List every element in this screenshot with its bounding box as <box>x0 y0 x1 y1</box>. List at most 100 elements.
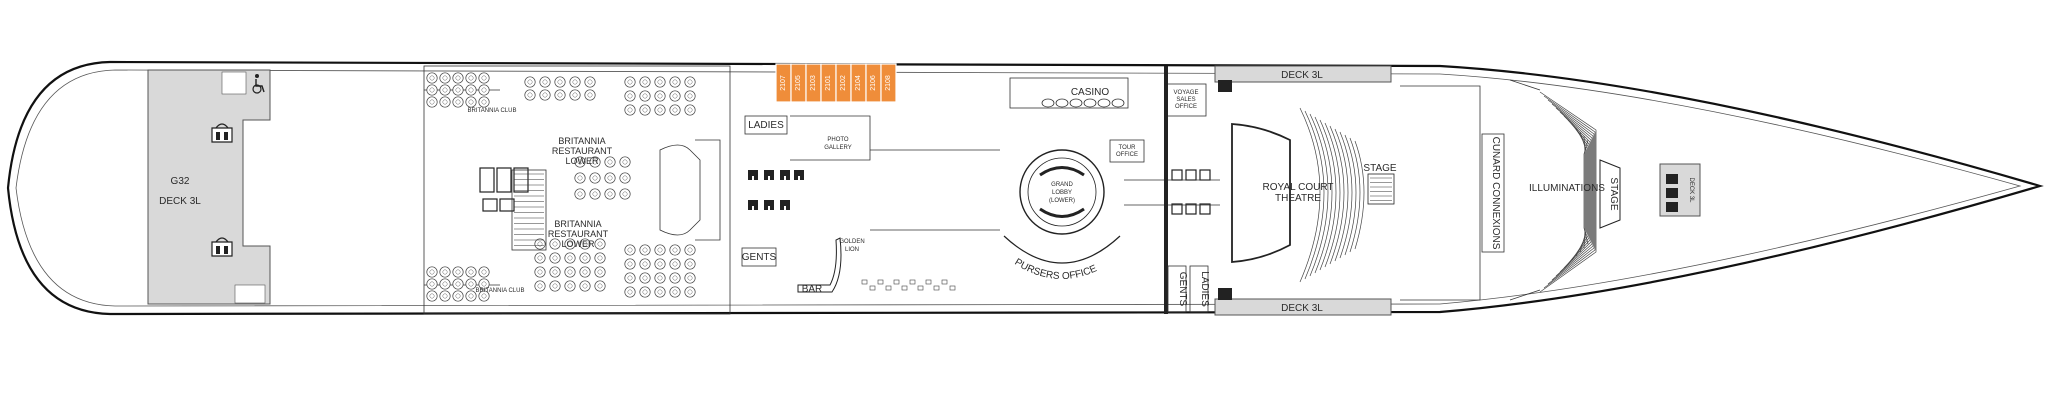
gents-left-room[interactable] <box>741 247 777 267</box>
dining-table-center <box>481 75 487 81</box>
lounge-seat <box>885 285 892 291</box>
cabin-2102[interactable]: 2102 <box>835 63 852 103</box>
g32-deck-label: DECK 3L <box>159 196 201 207</box>
stair-icon <box>1666 174 1678 212</box>
dining-table-center <box>582 283 588 289</box>
cabin-number: 2104 <box>855 75 862 91</box>
dining-table-center <box>657 261 663 267</box>
lounge-seat <box>925 279 932 285</box>
gents-right-label: GENTS <box>1177 272 1188 307</box>
dining-table-center <box>582 269 588 275</box>
dining-table-center <box>627 93 633 99</box>
photo-gallery-room <box>790 115 871 161</box>
seat-row <box>1575 127 1588 257</box>
stair-icon <box>1218 80 1232 300</box>
bow-corridor <box>1509 79 1541 301</box>
cabin-2106[interactable]: 2106 <box>865 63 882 103</box>
dining-table-center <box>537 255 543 261</box>
seat-row <box>1304 110 1325 280</box>
seat-row <box>1339 131 1353 259</box>
dining-table-center <box>567 255 573 261</box>
grand-lobby[interactable] <box>1019 149 1105 235</box>
lift <box>1199 169 1211 181</box>
corridor-lines <box>870 149 1220 231</box>
stair-icon <box>748 170 804 210</box>
dining-table-center <box>622 159 628 165</box>
cabin-2108[interactable]: 2108 <box>880 63 897 103</box>
gents-right-room[interactable] <box>1167 265 1187 313</box>
cabin-2105[interactable]: 2105 <box>790 63 807 103</box>
seat-row <box>1349 137 1361 253</box>
dining-table-center <box>687 247 693 253</box>
dining-table-center <box>455 75 461 81</box>
dining-table-center <box>537 241 543 247</box>
royal-court-theatre[interactable] <box>1231 107 1395 283</box>
cunard-connexions-room[interactable] <box>1481 133 1505 253</box>
seat-row <box>1559 111 1592 273</box>
seat-row <box>1354 140 1365 250</box>
cabin-2101[interactable]: 2101 <box>820 63 837 103</box>
tour-office-room[interactable] <box>1109 139 1145 163</box>
illuminations[interactable] <box>1539 91 1621 293</box>
seat-row <box>1344 134 1357 256</box>
dining-table-center <box>597 283 603 289</box>
dining-table-center <box>442 269 448 275</box>
dining-table-center <box>481 269 487 275</box>
elevator-icon <box>211 123 233 143</box>
cabin-2103[interactable]: 2103 <box>805 63 822 103</box>
illuminations-label: ILLUMINATIONS <box>1529 183 1605 194</box>
seat-row <box>1555 107 1593 277</box>
dining-table-center <box>687 261 693 267</box>
dining-table-center <box>672 79 678 85</box>
seat-row <box>1329 125 1345 265</box>
britannia-club-label-top: BRITANNIA CLUB <box>468 108 517 114</box>
cabin-2107[interactable]: 2107 <box>775 63 792 103</box>
dining-table-center <box>627 261 633 267</box>
dining-table-center <box>587 79 593 85</box>
dining-table-center <box>672 93 678 99</box>
dining-table-center <box>642 107 648 113</box>
dining-table-center <box>642 247 648 253</box>
dining-table-center <box>572 79 578 85</box>
ladies-right-room[interactable] <box>1189 265 1209 313</box>
dining-table-center <box>455 293 461 299</box>
lounge-seat <box>901 285 908 291</box>
casino-table <box>1097 98 1111 108</box>
casino-table <box>1041 98 1055 108</box>
cabin-number: 2107 <box>780 75 787 91</box>
dining-table-center <box>468 99 474 105</box>
wheelchair-icon <box>252 74 265 94</box>
illuminations-stage-label: STAGE <box>1608 177 1619 210</box>
dining-table-center <box>657 107 663 113</box>
dining-table-center <box>687 79 693 85</box>
dining-table-center <box>642 275 648 281</box>
dining-table-center <box>607 175 613 181</box>
aft-box-bottom <box>234 284 266 304</box>
seat-row <box>1299 107 1321 283</box>
dining-table-center <box>429 75 435 81</box>
cabin-number: 2101 <box>825 75 832 91</box>
dining-table-center <box>642 93 648 99</box>
dining-table-center <box>468 293 474 299</box>
g32-area[interactable]: G32 DECK 3L <box>147 69 271 305</box>
dining-table-center <box>687 289 693 295</box>
cabin-number: 2106 <box>870 75 877 91</box>
stair-icon <box>482 198 515 212</box>
dining-table-center <box>455 87 461 93</box>
dining-table-center <box>572 92 578 98</box>
cabin-2104[interactable]: 2104 <box>850 63 867 103</box>
gents-left-label: GENTS <box>742 252 777 263</box>
seat-row <box>1314 116 1333 274</box>
casino-table <box>1069 98 1083 108</box>
britannia-restaurant-block <box>423 65 731 315</box>
dining-table-center <box>622 191 628 197</box>
ladies-left-room[interactable] <box>744 115 788 135</box>
dining-table-center <box>442 293 448 299</box>
seat-row <box>1547 99 1595 285</box>
casino-room[interactable] <box>1009 77 1129 109</box>
